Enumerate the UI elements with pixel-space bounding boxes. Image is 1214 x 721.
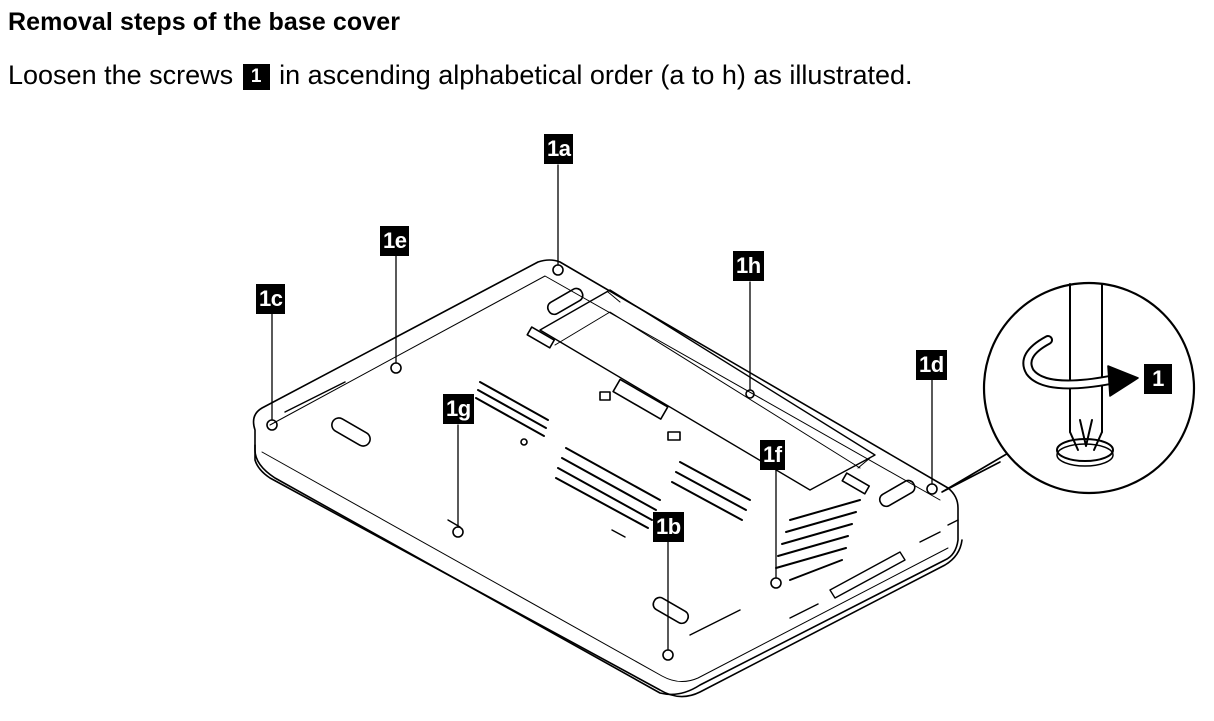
rubber-foot <box>546 287 584 316</box>
side-ports <box>789 519 959 619</box>
screwdriver-shaft <box>1069 283 1103 433</box>
instruction-text: Loosen the screws 1 in ascending alphabe… <box>8 60 913 91</box>
callout-1h: 1h <box>733 251 764 281</box>
callout-1c: 1c <box>256 284 286 314</box>
laptop-outline <box>252 259 959 696</box>
rubber-foot <box>331 417 371 447</box>
callout-leaders <box>271 164 933 651</box>
callout-1b: 1b <box>653 512 684 542</box>
callout-1f: 1f <box>760 440 785 470</box>
instruction-text-after: in ascending alphabetical order (a to h)… <box>271 60 913 90</box>
vent-grille <box>475 381 861 581</box>
step-number-badge: 1 <box>242 64 270 90</box>
callout-1e: 1e <box>380 226 410 256</box>
battery-latch-right <box>841 472 871 495</box>
detail-pointer <box>941 451 1011 493</box>
laptop-bottom-drawing <box>252 164 1196 698</box>
callout-1g: 1g <box>443 394 474 424</box>
rubber-foot <box>652 596 690 625</box>
laptop-bottom-edge <box>254 444 963 698</box>
callout-1a: 1a <box>544 134 574 164</box>
laptop-base-cover-illustration: 1a 1e 1c 1h 1d 1g 1f 1b 1 <box>0 120 1214 716</box>
battery-latch-left <box>526 326 556 349</box>
screw-head <box>1056 438 1114 462</box>
section-heading: Removal steps of the base cover <box>8 8 401 36</box>
callout-1d: 1d <box>916 350 947 380</box>
rubber-foot <box>878 479 916 508</box>
instruction-text-before: Loosen the screws <box>8 60 241 90</box>
screw-holes <box>266 264 938 661</box>
detail-step-badge: 1 <box>1144 364 1172 394</box>
battery-compartment <box>539 289 876 491</box>
